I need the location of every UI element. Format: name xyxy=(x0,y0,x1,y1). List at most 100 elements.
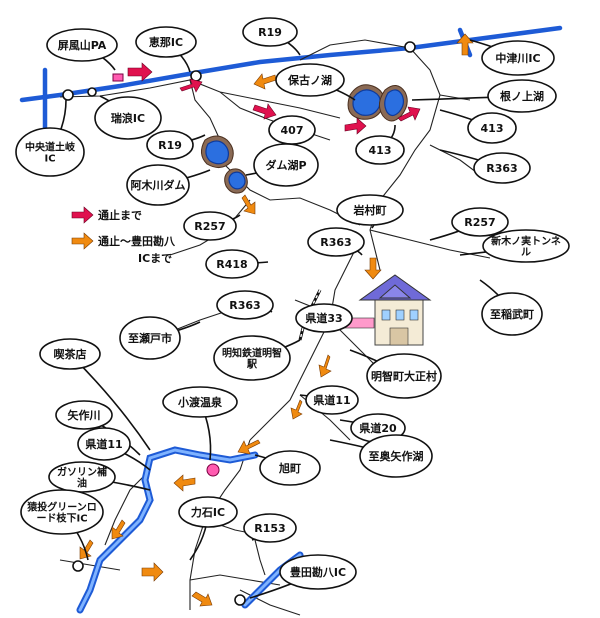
callout-ken11: 県道11 xyxy=(299,385,359,415)
callout-ken11-left: 県道11 xyxy=(77,427,151,471)
callout-bubble xyxy=(279,554,357,590)
callout-to-seto: 至瀬戸市 xyxy=(119,316,201,360)
callout-r257-left: R257 xyxy=(183,211,241,241)
callout-text: 阿木川ダム xyxy=(131,178,186,192)
callout-text: 小渡温泉 xyxy=(177,395,223,409)
callout-bubble xyxy=(213,335,291,381)
callout-kodo-onsen: 小渡温泉 xyxy=(162,386,238,461)
callout-to-inabu: 至稲武町 xyxy=(479,279,543,336)
callout-bubble xyxy=(487,79,557,113)
callout-text: 413 xyxy=(369,144,392,157)
callout-text: 豊田勘八IC xyxy=(290,565,346,579)
callout-text: R19 xyxy=(258,26,282,39)
callout-bubble xyxy=(183,211,237,241)
callout-ena-ic: 恵那IC xyxy=(135,26,197,73)
callout-text: 県道11 xyxy=(85,437,122,451)
callout-r363-left: R363 xyxy=(216,290,274,320)
callout-r153: R153 xyxy=(243,513,297,543)
callout-hoko-lake: 保古ノ湖 xyxy=(275,63,356,101)
callout-bubble xyxy=(275,63,345,97)
callout-text: 413 xyxy=(481,122,504,135)
callout-text: ダム湖P xyxy=(265,158,306,172)
callout-bubble xyxy=(205,249,259,279)
callout-bubble xyxy=(55,400,113,430)
callout-bubble xyxy=(336,194,404,226)
callout-text: 岩村町 xyxy=(353,203,387,217)
callout-text: R19 xyxy=(158,139,182,152)
callout-r363-right: R363 xyxy=(439,149,531,184)
callout-r19-top: R19 xyxy=(242,17,301,56)
callout-r418: R418 xyxy=(205,249,269,279)
callout-nakatsugawa-ic: 中津川IC xyxy=(469,39,555,76)
callout-r257-right: R257 xyxy=(429,207,509,241)
callout-r19-mid: R19 xyxy=(146,130,206,160)
callout-mizunami-ic: 瑞浪IC xyxy=(94,95,162,140)
callout-text: 矢作川 xyxy=(68,408,101,422)
callout-bubble xyxy=(15,127,85,177)
callout-bubble xyxy=(355,135,405,165)
callout-yahagi: 矢作川 xyxy=(55,400,141,456)
callout-bubble xyxy=(295,303,353,333)
callout-text: 瑞浪IC xyxy=(111,111,145,125)
callout-text: R257 xyxy=(194,220,225,233)
callout-text: 恵那IC xyxy=(149,35,183,49)
callout-bubble xyxy=(20,489,104,535)
callout-text: 明知鉄道明智駅 xyxy=(222,347,282,371)
callout-bubble xyxy=(216,290,274,320)
callout-r413: 413 xyxy=(439,109,517,144)
callout-text: R153 xyxy=(254,522,285,535)
callout-text: 407 xyxy=(281,124,304,137)
callout-bubble xyxy=(482,229,570,263)
callout-r363-mid: R363 xyxy=(307,227,365,257)
callout-text: 県道33 xyxy=(305,311,342,325)
callout-bubble xyxy=(135,26,197,58)
callout-kissaten: 喫茶店 xyxy=(39,338,151,451)
callout-bubble xyxy=(481,292,543,336)
callout-bubble xyxy=(46,28,118,62)
callout-bubble xyxy=(467,112,517,144)
callout-text: ガソリン補油 xyxy=(57,466,107,490)
callout-text: 県道20 xyxy=(359,421,397,435)
callout-bubble xyxy=(77,427,131,461)
callout-text: 明智町大正村 xyxy=(371,369,437,383)
callout-bubble xyxy=(178,496,238,528)
callout-bubble xyxy=(162,386,238,418)
callout-text: 県道11 xyxy=(313,393,350,407)
callout-r407: 407 xyxy=(268,115,316,145)
callout-bubble xyxy=(94,96,162,140)
callout-bubble xyxy=(307,227,365,257)
callout-text: 屏風山PA xyxy=(58,38,107,52)
taisho-village-building xyxy=(206,274,432,477)
callout-text: R418 xyxy=(216,258,247,271)
callout-bubble xyxy=(305,385,359,415)
legend-red-arrow xyxy=(71,206,94,224)
callout-bubble xyxy=(242,17,298,47)
expressway xyxy=(19,25,563,103)
interchange-markers xyxy=(62,41,416,606)
callout-ken33: 県道33 xyxy=(295,303,353,333)
legend-red-text: 通止まで xyxy=(98,208,142,222)
callout-bubble xyxy=(451,207,509,237)
callout-bubble xyxy=(481,40,555,76)
callout-text: 旭町 xyxy=(278,461,301,475)
callout-shin-kino: 新木ノ実トンネル xyxy=(459,229,570,263)
callout-text: 根ノ上湖 xyxy=(500,89,544,103)
callout-bubble xyxy=(243,513,297,543)
callout-agi-dam: 阿木川ダム xyxy=(126,164,211,206)
callout-text: 力石IC xyxy=(191,505,225,519)
legend-orange-text: 通止～豊田勘八 xyxy=(98,234,176,248)
callout-bubble xyxy=(126,164,190,206)
callout-text: 中津川IC xyxy=(495,51,540,65)
road-network xyxy=(59,39,491,616)
callout-kozyama-pa: 屏風山PA xyxy=(46,28,118,71)
callout-iwamura: 岩村町 xyxy=(336,194,404,229)
callout-bubble xyxy=(359,434,433,478)
callout-text: 至瀬戸市 xyxy=(128,331,172,345)
callout-ic-kaketa: 力石IC xyxy=(178,496,238,561)
callout-bubble xyxy=(259,450,321,486)
callout-bubble xyxy=(366,353,442,399)
